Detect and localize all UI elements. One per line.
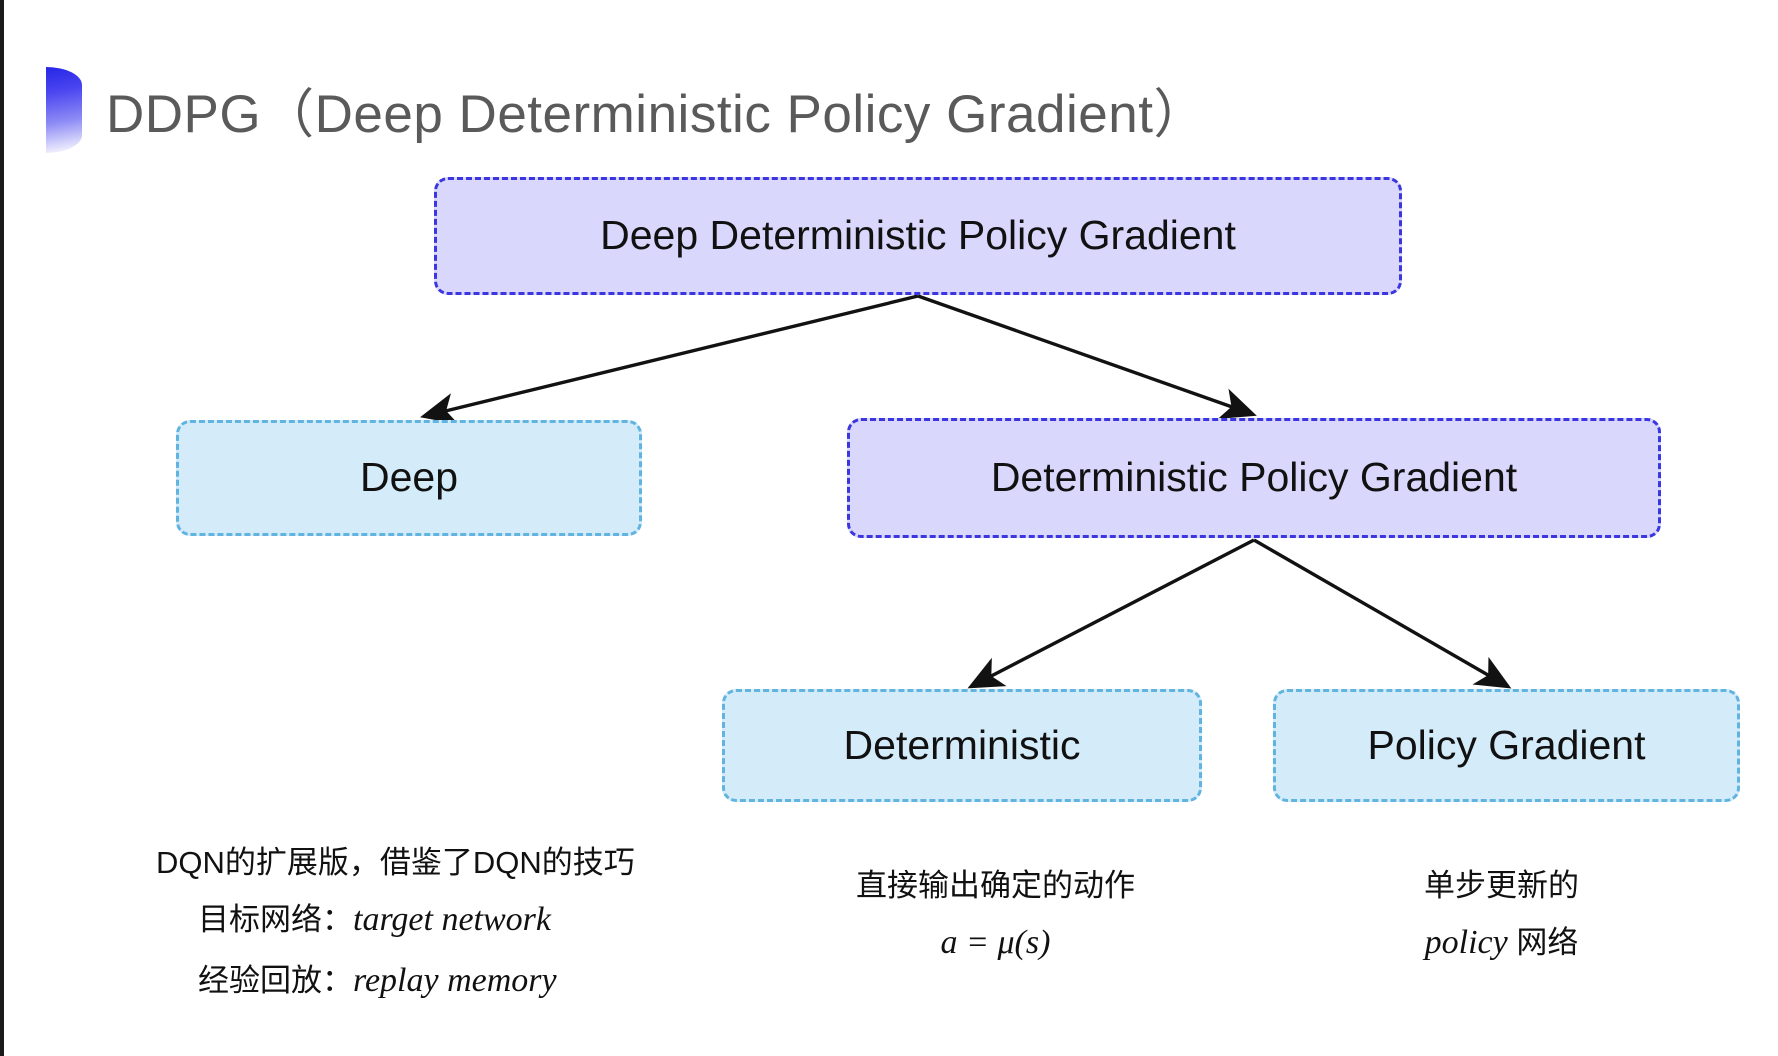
caption-deep-line2-term: target network (353, 901, 551, 939)
caption-deep-line2: 目标网络：target network (156, 890, 635, 951)
node-deep-deterministic-policy-gradient[interactable]: Deep Deterministic Policy Gradient (434, 177, 1402, 295)
title-text: DDPG（Deep Deterministic Policy Gradient） (106, 85, 1207, 144)
caption-deterministic-formula: a = μ(s) (940, 924, 1051, 962)
caption-deep-line2-label: 目标网络： (198, 902, 353, 938)
node-label: Deterministic Policy Gradient (990, 454, 1518, 501)
node-label: Deterministic (843, 721, 1081, 768)
caption-deep-line1: DQN的扩展版，借鉴了DQN的技巧 (156, 845, 635, 880)
caption-policy-gradient-line1: 单步更新的 (1424, 868, 1579, 903)
half-circle-gradient-icon (46, 67, 82, 153)
caption-deep-line3-label: 经验回放： (198, 962, 353, 998)
caption-policy-gradient-suffix: 网络 (1507, 925, 1579, 961)
node-label: Deep (359, 454, 458, 501)
caption-policy-gradient-line2: policy 网络 (1424, 913, 1579, 974)
node-deep[interactable]: Deep (176, 420, 642, 536)
caption-deep-line3: 经验回放：replay memory (156, 951, 635, 1012)
caption-deterministic: 直接输出确定的动作 a = μ(s) (856, 858, 1135, 974)
node-deterministic-policy-gradient[interactable]: Deterministic Policy Gradient (847, 418, 1661, 538)
node-label: Policy Gradient (1367, 721, 1646, 768)
caption-deep: DQN的扩展版，借鉴了DQN的技巧 目标网络：target network 经验… (156, 835, 635, 1011)
node-label: Deep Deterministic Policy Gradient (600, 212, 1236, 259)
page-title: DDPG（Deep Deterministic Policy Gradient） (46, 60, 1207, 160)
caption-policy-gradient-term: policy (1424, 924, 1508, 962)
caption-policy-gradient: 单步更新的 policy 网络 (1424, 858, 1579, 974)
edge-root-to-deep (420, 294, 919, 425)
edge-dpg-to-deterministic (967, 538, 1255, 689)
edge-root-to-dpg (917, 294, 1257, 419)
node-policy-gradient[interactable]: Policy Gradient (1273, 689, 1740, 802)
caption-deterministic-line1: 直接输出确定的动作 (856, 868, 1135, 903)
caption-deep-line3-term: replay memory (353, 961, 557, 999)
edge-dpg-to-policy-gradient (1253, 538, 1512, 689)
node-deterministic[interactable]: Deterministic (722, 689, 1202, 802)
